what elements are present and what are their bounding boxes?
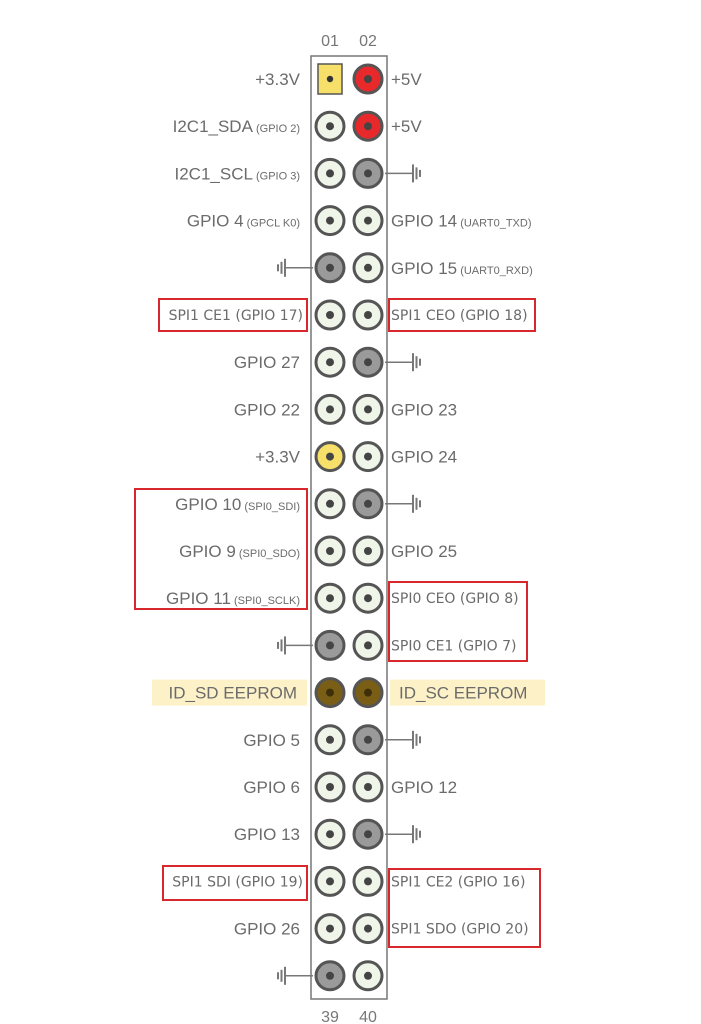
pin-34 <box>352 818 384 850</box>
pin-35 <box>314 865 346 897</box>
right-pin-label: GPIO 25 <box>391 542 457 561</box>
eeprom-label-bg <box>152 679 307 706</box>
right-pin-label: GPIO 14 (UART0_TXD) <box>391 212 532 231</box>
pin-14 <box>352 346 384 378</box>
header-strip <box>310 55 388 1000</box>
right-pin-label: GPIO 15 (UART0_RXD) <box>391 259 533 278</box>
pin-17 <box>314 441 346 473</box>
ground-icon <box>385 494 421 513</box>
right-pin-label: +5V <box>391 70 422 89</box>
pin-rows: +3.3V +5V I2C1_SDA (GPIO 2) +5V I2C1_SCL (GP… <box>152 63 545 992</box>
box-spi0-left <box>134 488 308 610</box>
pin-24 <box>352 582 384 614</box>
ground-icon <box>277 636 313 655</box>
pin-25 <box>314 629 346 661</box>
pin-31 <box>314 771 346 803</box>
left-pin-label: GPIO 9 (SPI0_SDO) <box>179 542 300 561</box>
left-pin-label: SPI1 SDI (GPIO 19) <box>172 874 303 890</box>
box-spi1-ce2-sdo <box>388 868 541 948</box>
pin-10 <box>352 252 384 284</box>
right-pin-label: SPI1 CEO (GPIO 18) <box>391 308 528 324</box>
right-pin-label: +5V <box>391 117 422 136</box>
right-pin-label: ID_SC EEPROM <box>399 684 527 703</box>
left-pin-label: GPIO 13 <box>234 825 300 844</box>
pin-2 <box>352 63 384 95</box>
pin-11 <box>314 299 346 331</box>
pin-27 <box>314 677 346 709</box>
box-spi0-ce <box>388 581 528 662</box>
pin-30 <box>352 724 384 756</box>
left-pin-label: GPIO 22 <box>234 400 300 419</box>
left-pin-label: GPIO 6 <box>243 778 300 797</box>
left-pin-label: ID_SD EEPROM <box>169 684 297 703</box>
left-pin-label: GPIO 4 (GPCL K0) <box>187 212 300 231</box>
pin-8 <box>352 205 384 237</box>
pin-28 <box>352 677 384 709</box>
box-spi1-sdi <box>162 865 308 901</box>
pin-29 <box>314 724 346 756</box>
pin-6 <box>352 157 384 189</box>
right-pin-label: SPI0 CE1 (GPIO 7) <box>391 638 517 654</box>
highlight-boxes <box>134 298 541 948</box>
right-pin-label: SPI1 CE2 (GPIO 16) <box>391 874 525 890</box>
pin-22 <box>352 535 384 567</box>
pin-12 <box>352 299 384 331</box>
pin-38 <box>352 913 384 945</box>
right-pin-label: GPIO 23 <box>391 400 457 419</box>
pin-40 <box>352 960 384 992</box>
pin-26 <box>352 629 384 661</box>
pin-9 <box>314 252 346 284</box>
left-pin-label: +3.3V <box>255 70 301 89</box>
ground-icon <box>385 825 421 844</box>
pin-13 <box>314 346 346 378</box>
ground-icon <box>277 258 313 277</box>
pin-1 <box>317 63 343 95</box>
pin-36 <box>352 865 384 897</box>
pin-3 <box>314 110 346 142</box>
pin-19 <box>314 488 346 520</box>
eeprom-label-bg <box>390 679 545 706</box>
left-pin-label: GPIO 5 <box>243 731 300 750</box>
pin-5 <box>314 157 346 189</box>
left-pin-label: I2C1_SCL (GPIO 3) <box>175 164 301 183</box>
left-pin-label: SPI1 CE1 (GPIO 17) <box>169 308 303 324</box>
pin-20 <box>352 488 384 520</box>
pin-23 <box>314 582 346 614</box>
box-spi1-ce1 <box>158 298 308 332</box>
left-pin-label: I2C1_SDA (GPIO 2) <box>173 117 300 136</box>
right-pin-label: SPI1 SDO (GPIO 20) <box>391 922 529 938</box>
pin-39 <box>314 960 346 992</box>
ground-icon <box>385 730 421 749</box>
pin-18 <box>352 441 384 473</box>
left-pin-label: GPIO 11 (SPI0_SCLK) <box>166 589 300 608</box>
pin-number-39: 39 <box>321 1009 339 1024</box>
left-pin-label: GPIO 10 (SPI0_SDI) <box>175 495 300 514</box>
pin-4 <box>352 110 384 142</box>
right-pin-label: GPIO 24 <box>391 448 457 467</box>
left-pin-label: +3.3V <box>255 448 301 467</box>
ground-icon <box>277 966 313 985</box>
left-pin-label: GPIO 26 <box>234 920 300 939</box>
pin-37 <box>314 913 346 945</box>
pin-33 <box>314 818 346 850</box>
pin-16 <box>352 393 384 425</box>
pin-number-01: 01 <box>321 33 339 50</box>
ground-icon <box>385 164 421 183</box>
box-spi1-ce0 <box>388 298 536 332</box>
left-pin-label: GPIO 27 <box>234 353 300 372</box>
right-pin-label: SPI0 CEO (GPIO 8) <box>391 591 519 607</box>
ground-icon <box>385 353 421 372</box>
right-pin-label: GPIO 12 <box>391 778 457 797</box>
pin-21 <box>314 535 346 567</box>
pin-7 <box>314 205 346 237</box>
pin-15 <box>314 393 346 425</box>
pin-number-02: 02 <box>359 33 377 50</box>
pin-number-40: 40 <box>359 1009 377 1024</box>
pin-32 <box>352 771 384 803</box>
